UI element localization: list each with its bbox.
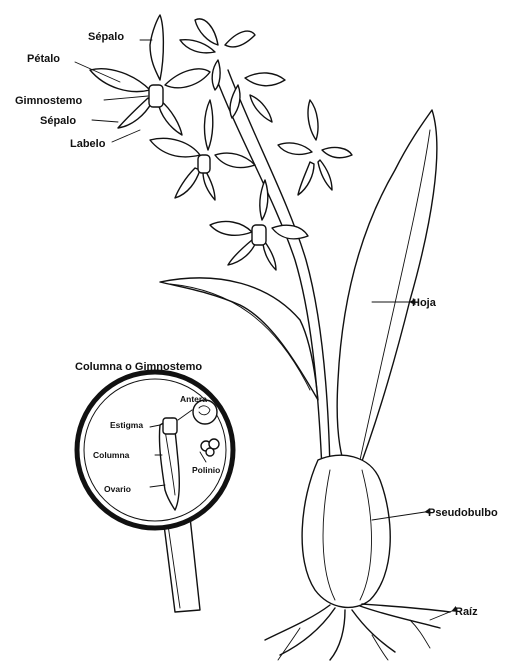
label-petalo: Pétalo [27,53,60,65]
pseudobulb [302,455,390,607]
label-sepalo-top: Sépalo [88,31,124,43]
label-raiz: Raíz [455,606,478,618]
label-hoja: Hoja [412,297,437,309]
inset-label-polinio: Polinio [192,465,220,475]
inset-label-antera: Antera [180,394,207,404]
flower-5 [278,100,352,195]
inset-label-columna: Columna [93,450,130,460]
roots [265,604,450,660]
inset-label-estigma: Estigma [110,420,143,430]
inset-label-ovario: Ovario [104,484,131,494]
label-labelo: Labelo [70,138,106,150]
inset-title: Columna o Gimnostemo [75,361,202,373]
flower-3 [230,73,285,122]
label-pseudobulbo: Pseudobulbo [428,507,498,519]
magnifier-inset [77,372,233,612]
label-sepalo-lower: Sépalo [40,115,76,127]
label-gimnostemo: Gimnostemo [15,95,83,107]
